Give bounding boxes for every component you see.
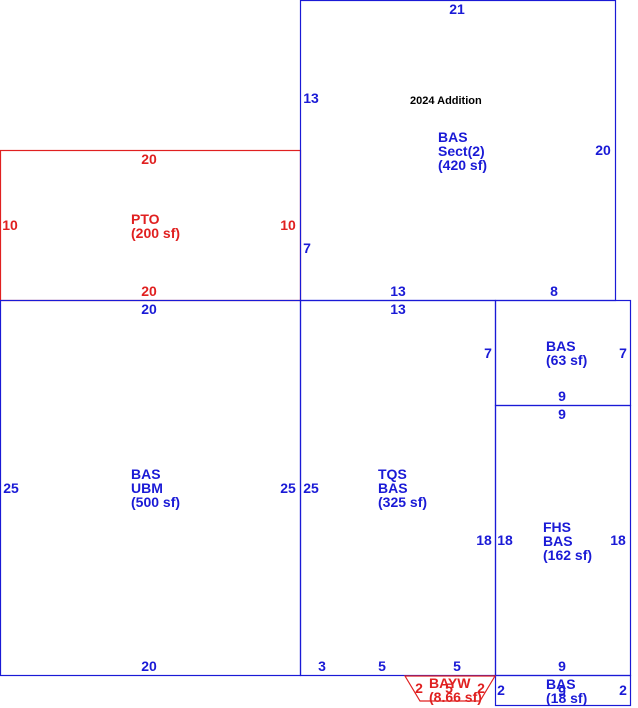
dim-pto-top: 20 bbox=[141, 151, 157, 167]
bas63-label-2: (63 sf) bbox=[546, 352, 587, 368]
addition-label-2: Sect(2) bbox=[438, 143, 485, 159]
ubm-label-3: (500 sf) bbox=[131, 494, 180, 510]
bas18-label-1: BAS bbox=[546, 676, 576, 692]
dim-bas18-right: 2 bbox=[619, 682, 627, 698]
dim-bayw-right: 2 bbox=[477, 680, 485, 696]
tqs-label-3: (325 sf) bbox=[378, 494, 427, 510]
dim-addition-bottom-right: 8 bbox=[550, 283, 558, 299]
dim-pto-left: 10 bbox=[2, 217, 18, 233]
dim-bayw-left: 2 bbox=[415, 680, 423, 696]
dim-addition-top: 21 bbox=[449, 1, 465, 17]
dim-fhs-left: 18 bbox=[497, 532, 513, 548]
dim-ubm-top: 20 bbox=[141, 301, 157, 317]
addition-label-1: BAS bbox=[438, 129, 468, 145]
fhs-label-2: BAS bbox=[543, 533, 573, 549]
dim-tqs-left: 25 bbox=[303, 480, 319, 496]
dim-addition-right: 20 bbox=[595, 142, 611, 158]
bas18-area-outline bbox=[494, 674, 632, 707]
dim-bas18-mid: 9 bbox=[558, 683, 566, 699]
dim-pto-bottom: 20 bbox=[141, 283, 157, 299]
dim-bas18-left: 2 bbox=[497, 682, 505, 698]
dim-ubm-bottom: 20 bbox=[141, 658, 157, 674]
dim-tqs-right: 18 bbox=[476, 532, 492, 548]
dim-bayw-mid: 5 bbox=[445, 680, 453, 696]
dim-bas63-left: 7 bbox=[484, 345, 492, 361]
bayw-label-2: (8.66 sf) bbox=[429, 689, 482, 705]
ubm-label-1: BAS bbox=[131, 466, 161, 482]
bas18-label-2: (18 sf) bbox=[546, 690, 587, 706]
dim-addition-bottom-mid: 13 bbox=[390, 283, 406, 299]
dim-pto-right: 10 bbox=[280, 217, 296, 233]
fhs-label-1: FHS bbox=[543, 519, 571, 535]
dim-addition-left: 13 bbox=[303, 90, 319, 106]
dim-bas63-bottom: 9 bbox=[558, 388, 566, 404]
pto-label-1: PTO bbox=[131, 211, 160, 227]
pto-label-2: (200 sf) bbox=[131, 225, 180, 241]
dim-fhs-right: 18 bbox=[610, 532, 626, 548]
dim-fhs-bottom: 9 bbox=[558, 658, 566, 674]
bas63-label-1: BAS bbox=[546, 338, 576, 354]
dim-bas63-right: 7 bbox=[619, 345, 627, 361]
dim-addition-left-lower: 7 bbox=[303, 240, 311, 256]
dim-tqs-bottom-5a: 5 bbox=[378, 658, 386, 674]
tqs-label-2: BAS bbox=[378, 480, 408, 496]
ubm-label-2: UBM bbox=[131, 480, 163, 496]
tqs-label-1: TQS bbox=[378, 466, 407, 482]
dim-tqs-bottom-3: 3 bbox=[318, 658, 326, 674]
dim-tqs-top: 13 bbox=[390, 301, 406, 317]
dim-fhs-top: 9 bbox=[558, 406, 566, 422]
dim-ubm-right: 25 bbox=[280, 480, 296, 496]
bayw-label-1: BAYW bbox=[429, 675, 471, 691]
dim-tqs-bottom-5b: 5 bbox=[453, 658, 461, 674]
addition-note: 2024 Addition bbox=[410, 95, 482, 107]
bayw-area-outline bbox=[403, 675, 497, 702]
dim-ubm-left: 25 bbox=[3, 480, 19, 496]
fhs-label-3: (162 sf) bbox=[543, 547, 592, 563]
addition-label-3: (420 sf) bbox=[438, 157, 487, 173]
